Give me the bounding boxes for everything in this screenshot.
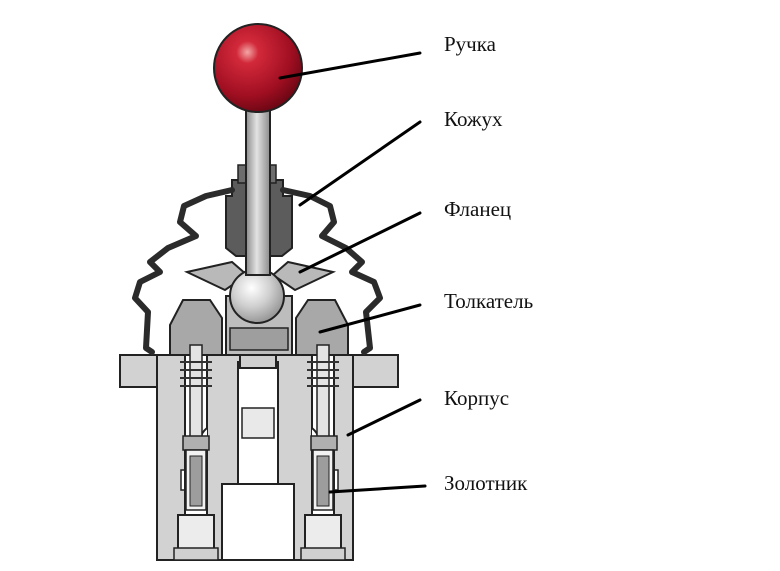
leader-pusher	[318, 303, 422, 334]
label-flange: Фланец	[444, 197, 511, 221]
rubber-boot	[132, 187, 383, 355]
flange-plate	[183, 260, 337, 292]
label-spool: Золотник	[444, 471, 528, 495]
handle-rod	[245, 104, 271, 276]
leader-cover	[298, 120, 422, 207]
label-body: Корпус	[444, 386, 509, 410]
leader-flange	[298, 211, 422, 274]
spool-left	[173, 449, 219, 561]
body-housing	[119, 329, 399, 561]
ball-joint	[229, 268, 285, 324]
label-handle: Ручка	[444, 32, 497, 56]
handle-ball	[213, 23, 303, 113]
spool-right	[300, 449, 346, 561]
leader-body	[346, 398, 422, 437]
spring-right	[307, 361, 339, 387]
leader-handle	[278, 51, 422, 80]
spring-left	[180, 361, 212, 387]
label-cover: Кожух	[444, 107, 503, 131]
label-pusher: Толкатель	[444, 289, 533, 313]
leader-spool	[328, 484, 427, 494]
